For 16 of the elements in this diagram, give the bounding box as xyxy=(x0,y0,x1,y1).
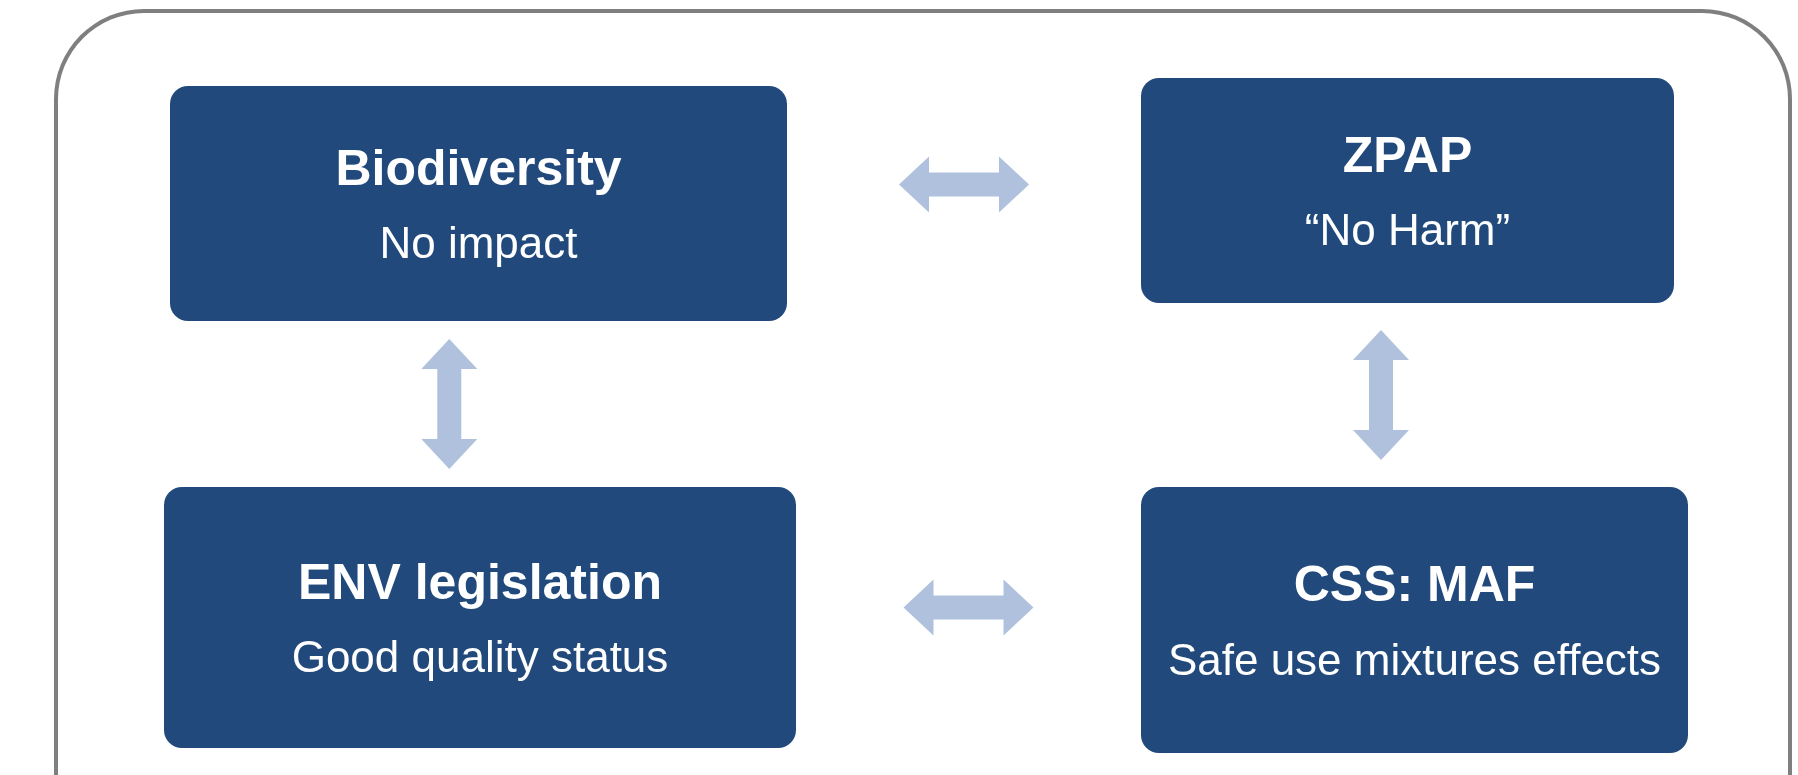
box-text: No impact xyxy=(379,217,578,270)
double-arrow xyxy=(899,156,1029,213)
topic-box xyxy=(170,86,787,321)
topic-box xyxy=(164,487,796,748)
double-arrow xyxy=(1353,330,1409,460)
box-text: Good quality status xyxy=(291,631,669,684)
topic-box xyxy=(1141,487,1688,753)
box-heading: CSS: MAF xyxy=(1293,555,1536,615)
box-heading: Biodiversity xyxy=(335,138,622,198)
box-text: Safe use mixtures effects xyxy=(1167,633,1662,686)
box-heading: ENV legislation xyxy=(298,552,662,612)
topic-box xyxy=(1141,78,1674,303)
box-text: “No Harm” xyxy=(1304,204,1511,257)
box-heading: ZPAP xyxy=(1342,125,1473,185)
double-arrow xyxy=(903,579,1034,636)
double-arrow xyxy=(421,339,478,469)
